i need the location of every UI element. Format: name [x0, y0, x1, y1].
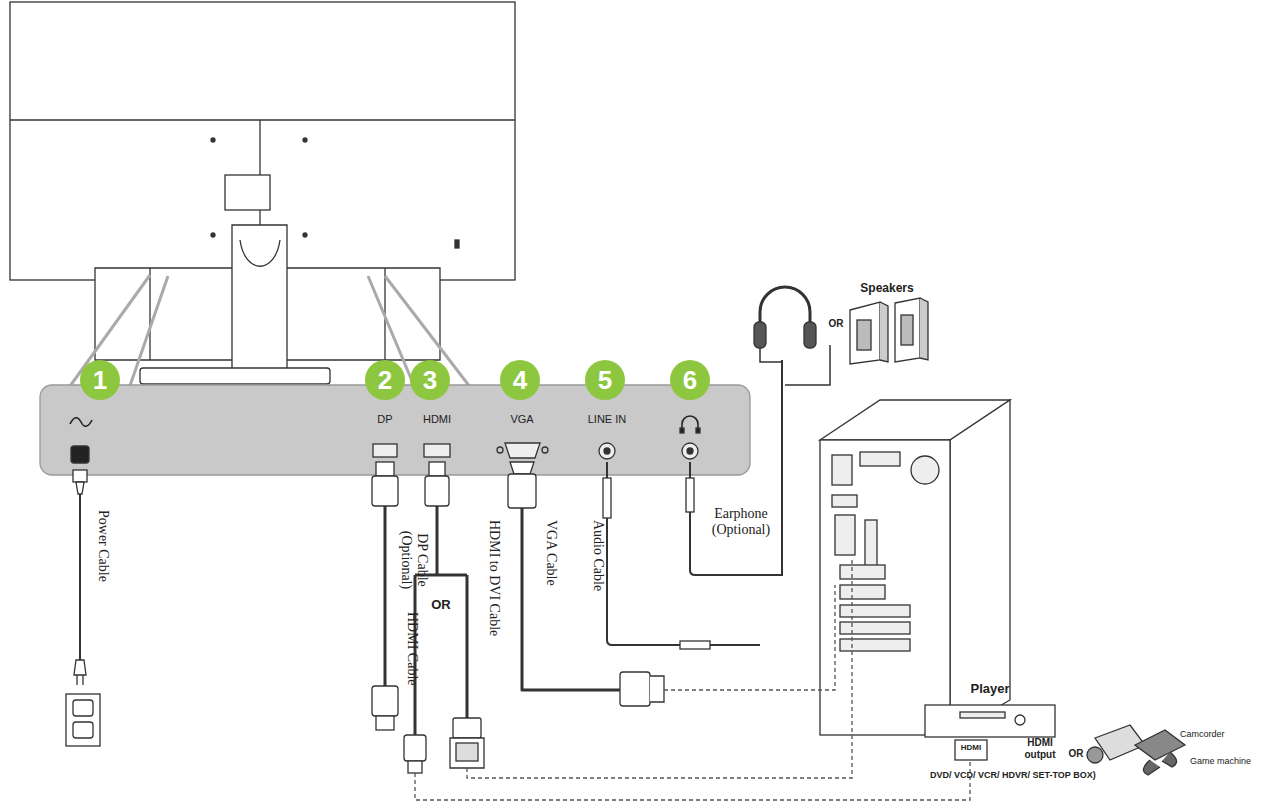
cable-label: DP Cable (Optional) — [398, 510, 430, 610]
connector-panel — [40, 385, 750, 475]
dp-port — [373, 444, 397, 457]
audio-cable — [603, 462, 760, 649]
cable-label: Earphone (Optional) — [700, 506, 782, 538]
dp-cable — [372, 462, 398, 730]
callout-number: 5 — [598, 365, 612, 396]
earphone-jack — [682, 443, 698, 459]
callout-circle: 1 — [80, 360, 120, 400]
cable-label: HDMI Cable — [404, 612, 420, 686]
callout-circle: 4 — [500, 360, 540, 400]
or-label: OR — [1069, 748, 1084, 760]
port-label: HDMI — [961, 743, 981, 752]
callout-circle: 2 — [365, 360, 405, 400]
caption-label: DVD/ VCD/ VCR/ HDVR/ SET-TOP BOX) — [930, 770, 1096, 780]
vga-port — [505, 443, 540, 458]
monitor-stand — [232, 225, 287, 370]
port-label: HDMI — [423, 413, 451, 426]
device-label: Camcorder — [1180, 729, 1225, 739]
hdmi-cable — [404, 462, 484, 773]
or-label: OR — [431, 598, 451, 613]
port-label: DP — [377, 413, 392, 426]
device-label: Speakers — [860, 282, 913, 296]
port-label: LINE IN — [588, 413, 627, 426]
callout-number: 3 — [423, 365, 437, 396]
game-machine — [1135, 730, 1185, 775]
callout-circle: 6 — [670, 360, 710, 400]
vga-cable — [508, 462, 664, 706]
callout-number: 2 — [378, 365, 392, 396]
or-label: OR — [829, 318, 844, 330]
cable-label: HDMI to DVI Cable — [486, 520, 502, 636]
callout-number: 4 — [513, 365, 527, 396]
port-label: VGA — [510, 413, 533, 426]
power-cable — [66, 470, 100, 746]
callout-circle: 5 — [585, 360, 625, 400]
stand-base — [140, 368, 330, 384]
headphones — [754, 287, 816, 362]
line-in-jack — [599, 443, 615, 459]
pc-tower — [820, 400, 1010, 735]
callout-circle: 3 — [410, 360, 450, 400]
port-label: HDMI output — [1015, 737, 1065, 760]
speakers — [785, 298, 928, 385]
hdmi-port — [424, 444, 450, 457]
device-label: Player — [970, 682, 1009, 697]
power-port — [71, 446, 89, 463]
callout-number: 6 — [683, 365, 697, 396]
cable-label: Power Cable — [95, 510, 111, 582]
cable-label: Audio Cable — [590, 520, 606, 591]
callout-number: 1 — [93, 365, 107, 396]
device-label: Game machine — [1190, 756, 1251, 766]
cable-label: VGA Cable — [543, 520, 559, 586]
